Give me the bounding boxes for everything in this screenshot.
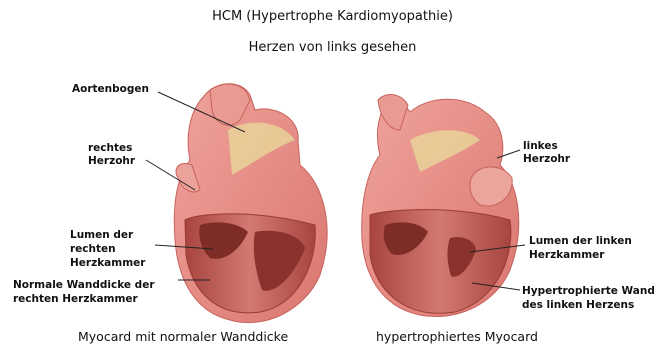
label-hypertroph-line2: des linken Herzens	[522, 299, 634, 312]
label-lumen-rechts-line1: Lumen der	[70, 229, 133, 242]
label-lumen-links-line2: Herzkammer	[529, 249, 604, 262]
caption-left: Myocard mit normaler Wanddicke	[78, 329, 288, 344]
left-heart	[174, 84, 327, 323]
label-aortenbogen: Aortenbogen	[72, 83, 149, 96]
right-heart	[362, 95, 519, 317]
label-linkes-herzohr-line2: Herzohr	[523, 153, 570, 166]
label-linkes-herzohr-line1: linkes	[523, 140, 558, 153]
label-wanddicke-line2: rechten Herzkammer	[13, 293, 138, 306]
label-wanddicke-line1: Normale Wanddicke der	[13, 279, 155, 292]
label-rechtes-herzohr-line1: rechtes	[88, 142, 132, 155]
label-lumen-links-line1: Lumen der linken	[529, 235, 632, 248]
label-lumen-rechts-line3: Herzkammer	[70, 257, 145, 270]
label-rechtes-herzohr-line2: Herzohr	[88, 155, 135, 168]
label-lumen-rechts-line2: rechten	[70, 243, 116, 256]
caption-right: hypertrophiertes Myocard	[376, 329, 538, 344]
label-hypertroph-line1: Hypertrophierte Wand	[522, 285, 655, 298]
